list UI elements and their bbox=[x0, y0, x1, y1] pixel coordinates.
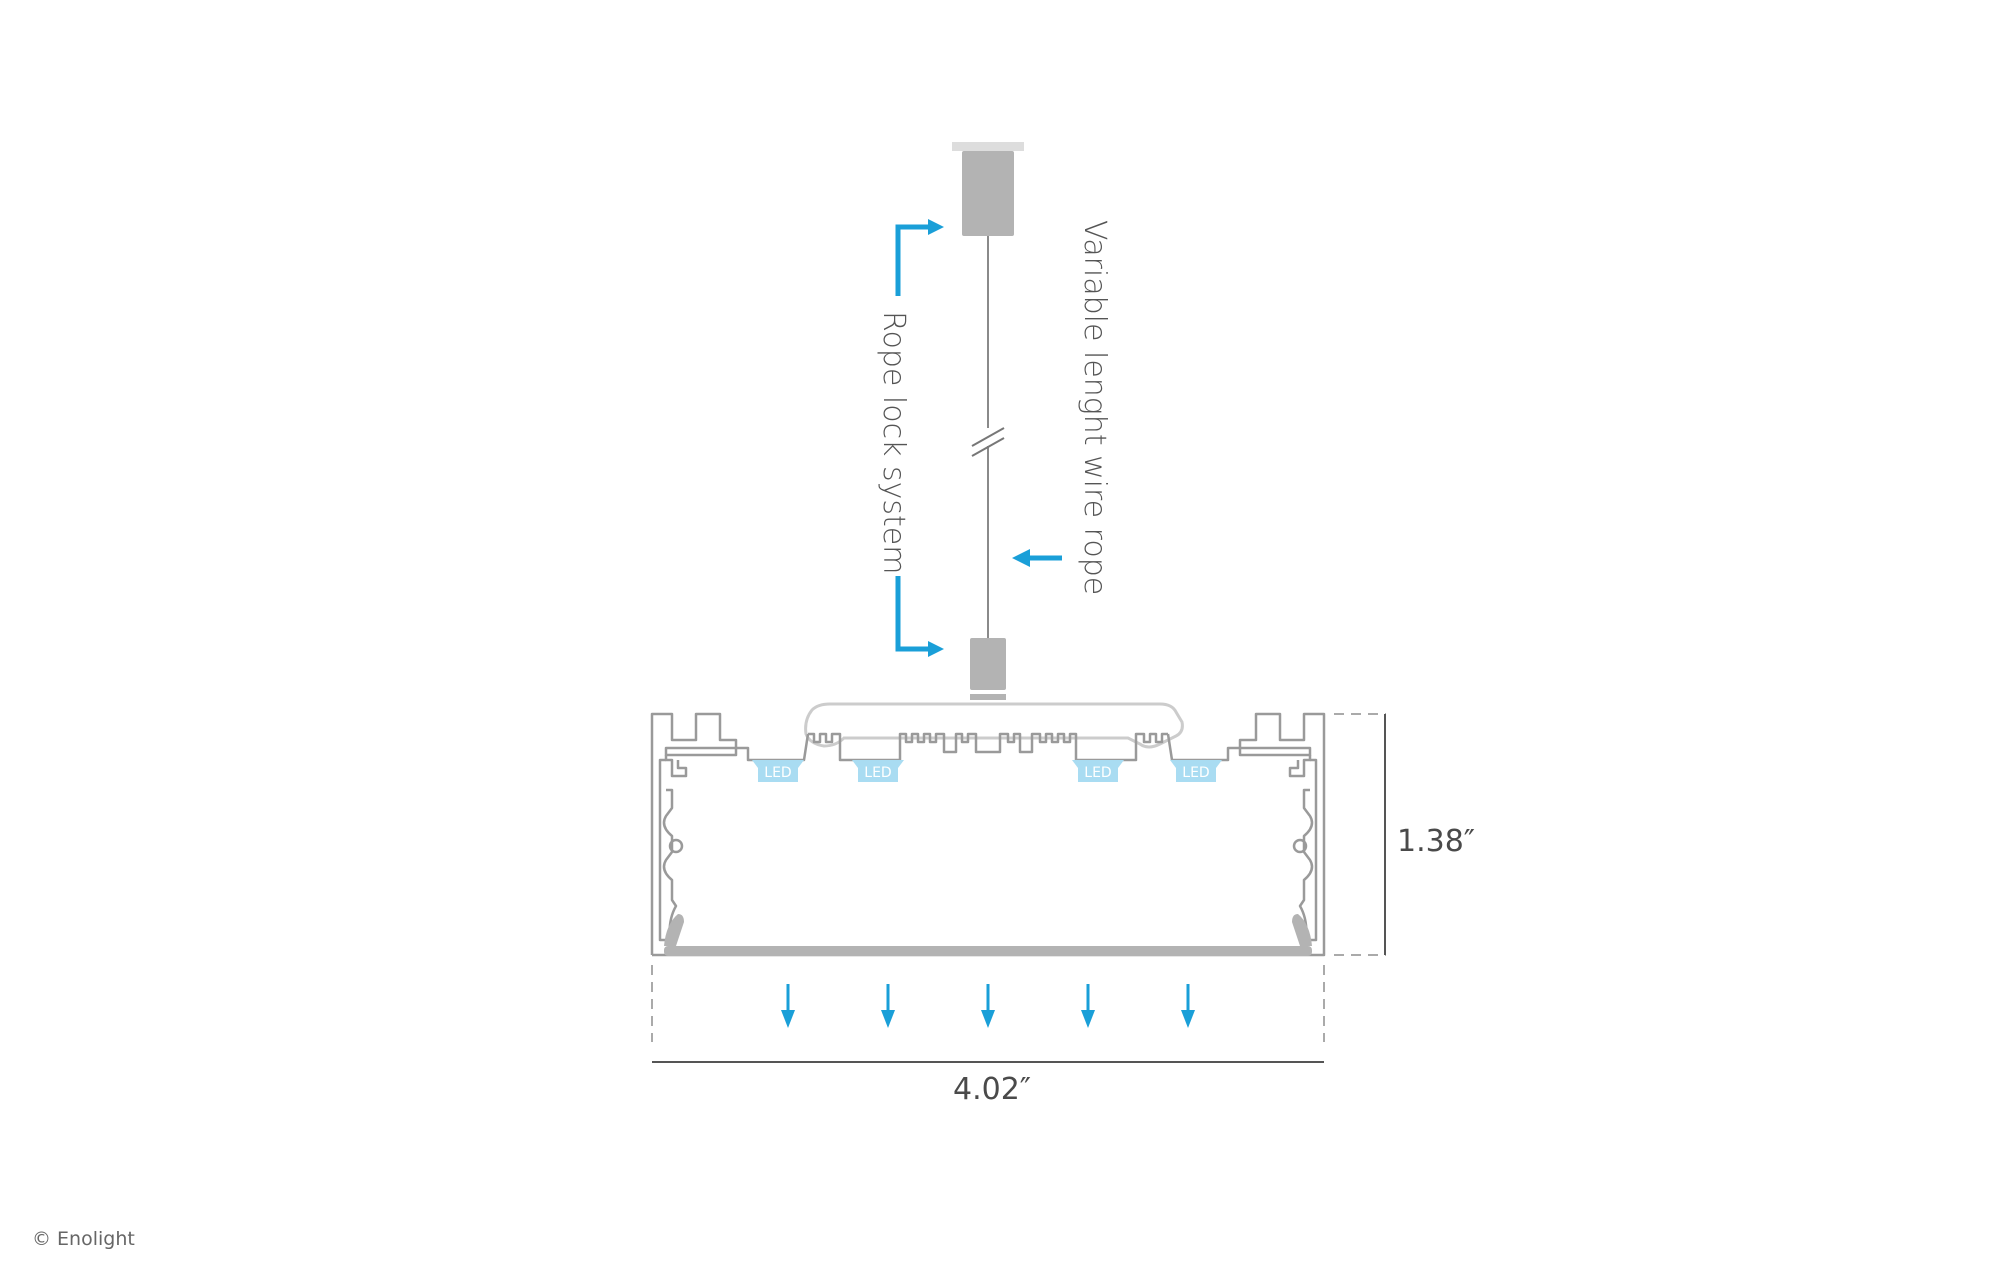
svg-text:LED: LED bbox=[864, 765, 891, 781]
diffuser bbox=[664, 914, 1312, 956]
arrow-left-icon bbox=[1012, 549, 1062, 567]
height-value: 1.38″ bbox=[1397, 824, 1475, 859]
profile-cover-plate bbox=[804, 702, 1184, 749]
rope-lock-label: Rope lock system bbox=[876, 311, 911, 574]
width-value: 4.02″ bbox=[953, 1072, 1031, 1107]
led-module: LED bbox=[1170, 760, 1222, 782]
light-arrows bbox=[781, 984, 1195, 1028]
arrow-right-icon bbox=[928, 641, 944, 657]
ceiling-canopy bbox=[952, 142, 1024, 236]
svg-text:LED: LED bbox=[1182, 765, 1209, 781]
arrow-down-icon bbox=[981, 984, 995, 1028]
arrow-down-icon bbox=[781, 984, 795, 1028]
wire-rope-label: Variable lenght wire rope bbox=[1077, 220, 1112, 595]
led-module: LED bbox=[1072, 760, 1124, 782]
arrow-down-icon bbox=[881, 984, 895, 1028]
arrow-down-icon bbox=[1181, 984, 1195, 1028]
rope-lock bbox=[970, 638, 1006, 700]
wire-break-icon bbox=[971, 427, 1005, 457]
height-dimension bbox=[1334, 713, 1386, 956]
width-dimension bbox=[651, 965, 1325, 1063]
led-module: LED bbox=[852, 760, 904, 782]
copyright-notice: © Enolight bbox=[32, 1228, 135, 1250]
svg-text:LED: LED bbox=[764, 765, 791, 781]
aluminium-profile bbox=[650, 712, 1326, 957]
arrow-right-icon bbox=[928, 219, 944, 235]
led-module: LED bbox=[752, 760, 804, 782]
arrow-down-icon bbox=[1081, 984, 1095, 1028]
svg-text:LED: LED bbox=[1084, 765, 1111, 781]
bracket-arrow-icon bbox=[895, 224, 928, 652]
